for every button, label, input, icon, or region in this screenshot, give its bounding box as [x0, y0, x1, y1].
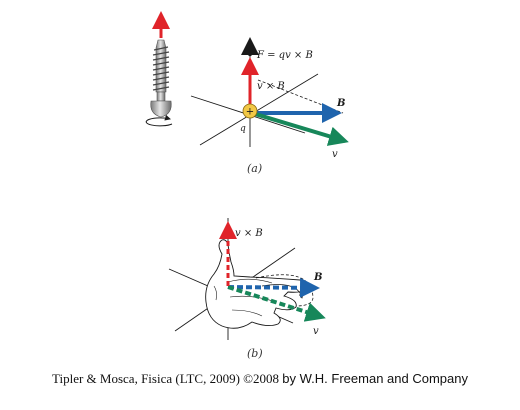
b-label-a: B	[336, 98, 345, 109]
v-arrow-a	[251, 111, 349, 146]
v-label-b: v	[313, 326, 319, 337]
v-arrow-b	[227, 285, 326, 322]
screw-icon	[150, 11, 172, 118]
panel-a: + q F = qv × B v × B B v (a)	[190, 37, 349, 175]
credit-text: Tipler & Mosca, Fisica (LTC, 2009) ©2008	[52, 371, 280, 386]
panel-b: v × B B v (b)	[168, 218, 326, 360]
vxb-label-b: v × B	[235, 228, 263, 239]
credit-line: Tipler & Mosca, Fisica (LTC, 2009) ©2008…	[0, 371, 520, 387]
caption-a: (a)	[247, 162, 262, 175]
charge-label: q	[240, 124, 246, 134]
v-label-a: v	[332, 149, 338, 160]
charge-sign: +	[246, 107, 254, 118]
b-arrow-b	[227, 277, 320, 298]
right-hand-icon	[205, 239, 308, 329]
charge-circle	[242, 103, 258, 119]
b-label-b: B	[313, 272, 322, 283]
vxb-label-a: v × B	[257, 81, 285, 92]
rotation-arrow-icon	[145, 114, 173, 127]
caption-b: (b)	[247, 347, 263, 360]
force-label: F = qv × B	[256, 50, 313, 61]
credit-publisher: by W.H. Freeman and Company	[282, 371, 468, 386]
